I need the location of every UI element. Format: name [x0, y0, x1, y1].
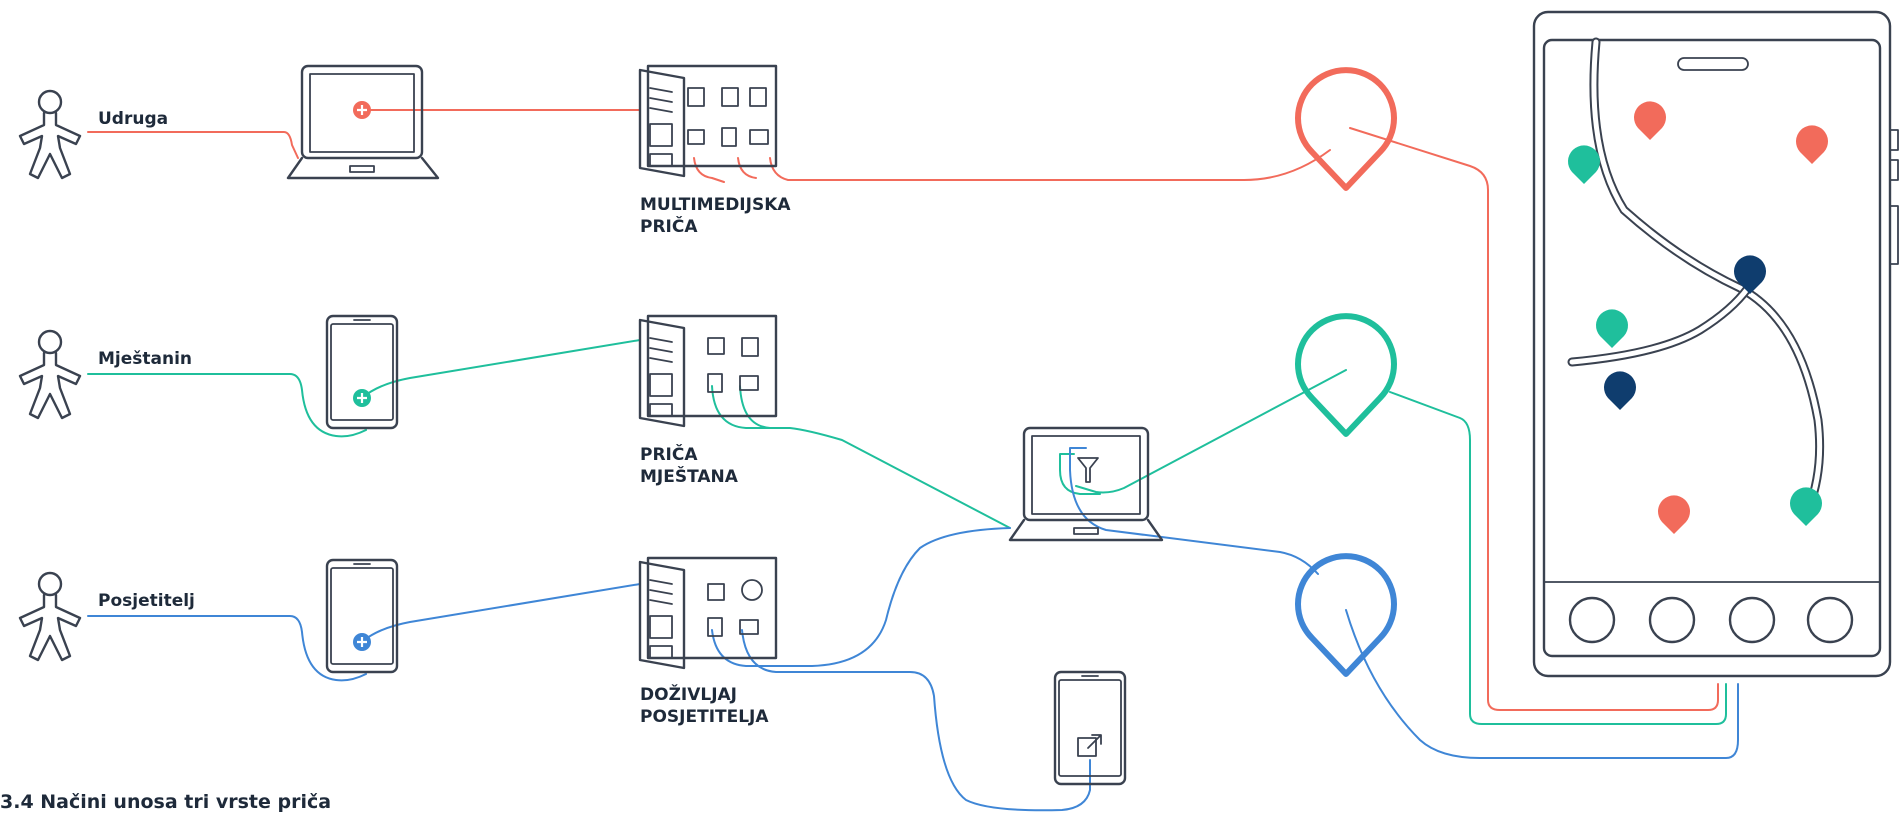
story-label-line1: PRIČA	[640, 443, 698, 465]
green-wire-pin-phone	[1389, 391, 1727, 725]
add-icon	[353, 101, 371, 119]
story-label-line2: MJEŠTANA	[640, 465, 739, 487]
map-pin-icon[interactable]	[1790, 487, 1822, 526]
green-wire-phone-booklet	[361, 339, 641, 399]
add-icon	[353, 633, 371, 651]
green-wire-laptop-inner	[1059, 453, 1101, 495]
map-pin-icon	[1298, 556, 1394, 674]
story-label-line2: PRIČA	[640, 215, 698, 237]
phone-icon	[325, 558, 399, 674]
phone-icon	[325, 314, 399, 430]
blue-wire-phone-booklet	[361, 583, 641, 643]
map-app-phone	[1532, 10, 1899, 678]
blue-wire-booklet-phone2	[741, 629, 1091, 812]
nav-button[interactable]	[1568, 596, 1616, 644]
figure-caption: 3.4 Načini unosa tri vrste priča	[0, 791, 331, 813]
red-wire-person-laptop	[87, 131, 299, 159]
actor-label-mjestanin: Mještanin	[98, 349, 192, 369]
add-icon	[353, 389, 371, 407]
blue-wire-pin-phone	[1345, 609, 1739, 759]
blue-wire-person-phone	[87, 615, 367, 682]
green-wire-booklet-laptop	[711, 385, 1011, 529]
laptop-icon	[1008, 426, 1164, 542]
map-pin-icon[interactable]	[1634, 101, 1666, 140]
blue-wire-booklet-laptop	[711, 527, 1011, 667]
booklet-icon	[638, 556, 778, 670]
map-pin-icon[interactable]	[1596, 309, 1628, 348]
map-pin-icon[interactable]	[1604, 371, 1636, 410]
green-wire-person-phone	[87, 373, 367, 438]
filter-icon	[1077, 457, 1099, 483]
booklet-icon	[638, 314, 778, 428]
nav-button[interactable]	[1728, 596, 1776, 644]
blue-wire-laptop-pin	[1069, 447, 1319, 575]
map-roads	[1567, 37, 1825, 515]
actor-label-udruga: Udruga	[98, 109, 168, 129]
nav-button[interactable]	[1648, 596, 1696, 644]
actor-udruga	[18, 89, 82, 180]
story-label-line2: POSJETITELJA	[640, 707, 769, 727]
map-pin-icon[interactable]	[1568, 145, 1600, 184]
person-icon	[18, 571, 82, 662]
nav-button[interactable]	[1806, 596, 1854, 644]
map-pin-icon[interactable]	[1796, 125, 1828, 164]
laptop-icon	[286, 64, 440, 180]
actor-label-posjetitelj: Posjetitelj	[98, 591, 195, 611]
actor-posjetitelj	[18, 571, 82, 662]
map-pin-icon	[1298, 70, 1394, 188]
green-wire-laptop-pin	[1075, 369, 1347, 494]
map-pin-icon[interactable]	[1658, 495, 1690, 534]
share-icon	[1077, 734, 1102, 757]
actor-mjestanin	[18, 329, 82, 420]
booklet-icon	[638, 64, 778, 178]
red-wire-booklet-pin	[693, 149, 1331, 183]
person-icon	[18, 89, 82, 180]
map-pin-icon	[1298, 316, 1394, 434]
red-wire-pin-phone	[1349, 127, 1719, 711]
person-icon	[18, 329, 82, 420]
story-label-line1: DOŽIVLJAJ	[640, 683, 737, 705]
story-label-line1: MULTIMEDIJSKA	[640, 195, 791, 215]
